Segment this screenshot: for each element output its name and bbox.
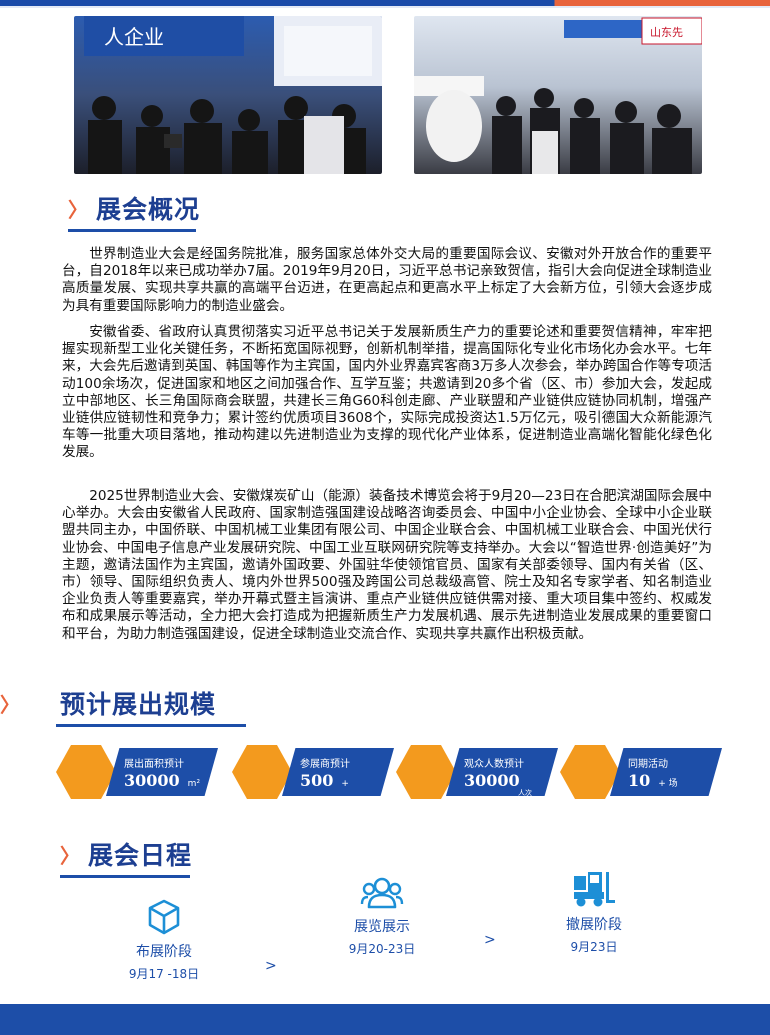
scale-heading: 〉 预计展出规模 [0, 685, 246, 727]
arrow-right-icon: > [265, 958, 277, 974]
overview-paragraph-1: 世界制造业大会是经国务院批准，服务国家总体外交大局的重要国际会议、安徽对外开放合… [62, 246, 712, 314]
stat-unit: + [341, 779, 349, 789]
stage-exhibition: 展览展示 9月20-23日 [312, 870, 452, 957]
people-icon [360, 877, 404, 909]
stage-name: 撤展阶段 [566, 917, 622, 933]
stage-date: 9月20-23日 [348, 942, 416, 956]
banner-text: 人企业 [104, 25, 164, 49]
overview-heading: 〉 展会概况 [68, 190, 201, 232]
heading-underline [68, 229, 196, 232]
schedule-title: 展会日程 [88, 841, 193, 870]
overview-paragraph-3: 2025世界制造业大会、安徽煤炭矿山（能源）装备技术博览会将于9月20—23日在… [62, 488, 712, 642]
top-stripe [0, 0, 770, 8]
box-icon [148, 899, 180, 935]
banner-text: 山东先 [650, 26, 683, 39]
stat-concurrent-events: 同期活动 10+ 场 [560, 745, 722, 799]
forklift-icon [574, 872, 615, 907]
stat-unit: m² [187, 779, 201, 789]
stat-label: 同期活动 [628, 759, 668, 770]
stat-panel: 同期活动 10+ 场 [610, 748, 722, 796]
exhibition-photo-left: 人企业 [74, 16, 382, 174]
footer-bar [0, 1004, 770, 1035]
stat-value: 10+ 场 [628, 771, 678, 790]
stat-value: 30000 [464, 771, 520, 790]
stat-sub-unit: 人次 [518, 789, 532, 797]
exhibition-photo-right: 山东先 [414, 16, 702, 174]
stat-panel: 参展商预计 500+ [282, 748, 394, 796]
stage-name: 展览展示 [354, 919, 410, 935]
stage-setup: 布展阶段 9月17 -18日 [94, 895, 234, 982]
scale-title: 预计展出规模 [60, 690, 217, 719]
stat-value: 500+ [300, 771, 349, 790]
heading-underline [56, 724, 246, 727]
stat-label: 展出面积预计 [124, 759, 184, 770]
stage-date: 9月23日 [570, 940, 618, 954]
stat-panel: 观众人数预计 30000 人次 [446, 748, 558, 796]
hexagon-decoration [560, 745, 620, 799]
stage-name: 布展阶段 [136, 944, 192, 960]
hexagon-decoration [396, 745, 456, 799]
overview-title: 展会概况 [96, 195, 201, 224]
stat-label: 参展商预计 [300, 759, 350, 770]
schedule-heading: 〉 展会日程 [60, 836, 193, 878]
stage-teardown: 撤展阶段 9月23日 [524, 868, 664, 955]
stat-label: 观众人数预计 [464, 759, 524, 770]
overview-paragraph-2: 安徽省委、省政府认真贯彻落实习近平总书记关于发展新质生产力的重要论述和重要贺信精… [62, 324, 712, 461]
stat-exhibitors: 参展商预计 500+ [232, 745, 394, 799]
chevron-right-icon: 〉 [68, 197, 88, 222]
stat-unit: + 场 [658, 779, 678, 789]
heading-underline [60, 875, 190, 878]
hexagon-decoration [232, 745, 292, 799]
stat-visitors: 观众人数预计 30000 人次 [396, 745, 558, 799]
chevron-right-icon: 〉 [0, 692, 20, 717]
stage-date: 9月17 -18日 [128, 967, 200, 981]
hexagon-decoration [56, 745, 116, 799]
chevron-right-icon: 〉 [60, 843, 80, 868]
arrow-right-icon: > [484, 932, 496, 948]
